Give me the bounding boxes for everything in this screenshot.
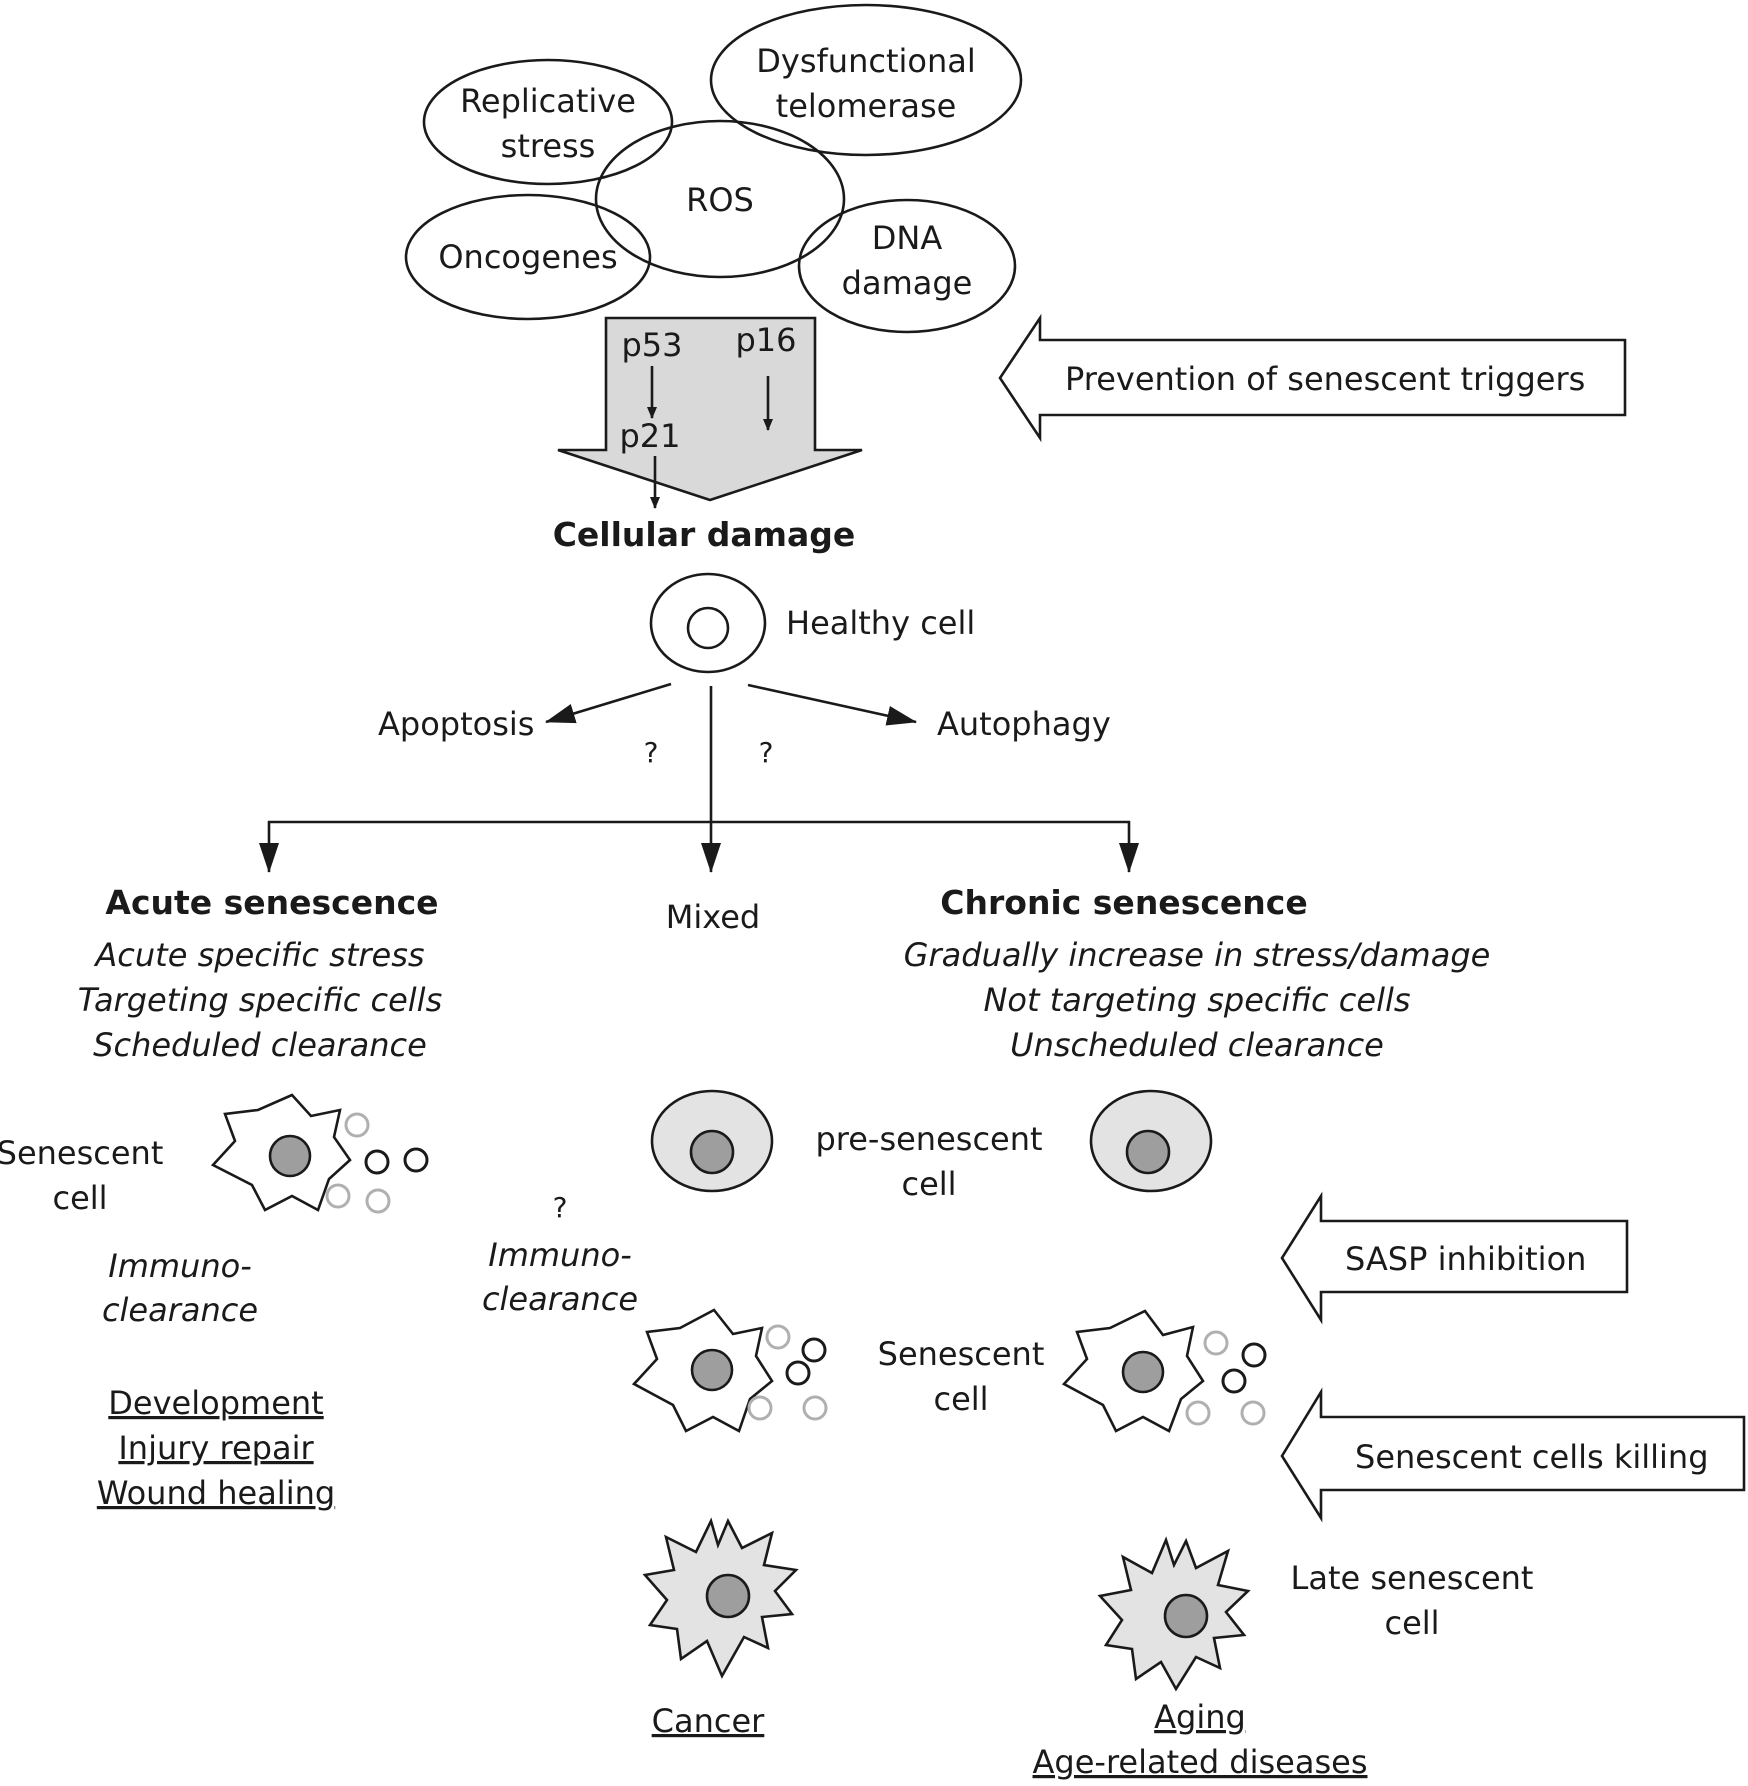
- senescent-killing-label: Senescent cells killing: [1355, 1438, 1709, 1476]
- pre-senescent-line1: pre-senescent: [815, 1120, 1042, 1158]
- mixed-senescent-cell: [631, 1308, 774, 1433]
- healthy-cell-label: Healthy cell: [786, 604, 975, 642]
- chronic-feature-2: Not targeting specific cells: [983, 981, 1410, 1019]
- autophagy-arrow: [747, 683, 917, 726]
- senescent-line2: cell: [933, 1380, 988, 1418]
- acute-role-injury-repair: Injury repair: [118, 1429, 314, 1467]
- oncogenes-label: Oncogenes: [438, 238, 617, 276]
- replicative-stress-line1: Replicative: [460, 82, 636, 120]
- dysfunctional-telomerase-line1: Dysfunctional: [756, 42, 975, 80]
- pathway-arrow: [557, 316, 863, 502]
- p53-label: p53: [621, 326, 682, 364]
- acute-senescent-cell: [210, 1093, 352, 1212]
- chronic-sasp-granules: [1185, 1330, 1267, 1426]
- chronic-outcome-aging: Aging: [1154, 1698, 1246, 1736]
- sasp-inhibition-label: SASP inhibition: [1345, 1240, 1586, 1278]
- senescent-line1: Senescent: [878, 1335, 1045, 1373]
- replicative-stress-line2: stress: [501, 127, 596, 165]
- acute-title: Acute senescence: [105, 883, 438, 922]
- apoptosis-label: Apoptosis: [378, 705, 534, 743]
- trigger-dna-damage: DNA damage: [797, 198, 1017, 334]
- healthy-cell: [649, 572, 767, 674]
- chronic-outcome-age-related-diseases: Age-related diseases: [1033, 1743, 1368, 1781]
- ros-label: ROS: [686, 181, 754, 219]
- mixed-sasp-granules: [747, 1324, 828, 1421]
- mixed-title: Mixed: [666, 898, 760, 936]
- late-senescent-line1: Late senescent: [1291, 1559, 1534, 1597]
- acute-feature-2: Targeting specific cells: [78, 981, 442, 1019]
- apoptosis-arrow: [545, 682, 672, 724]
- mixed-outcome-cancer: Cancer: [652, 1702, 766, 1740]
- acute-feature-1: Acute specific stress: [93, 936, 424, 974]
- acute-feature-3: Scheduled clearance: [93, 1026, 427, 1064]
- mixed-question: ?: [553, 1191, 568, 1224]
- trigger-oncogenes: Oncogenes: [404, 193, 652, 321]
- late-senescent-line2: cell: [1384, 1604, 1439, 1642]
- dysfunctional-telomerase-line2: telomerase: [776, 87, 957, 125]
- chronic-feature-3: Unscheduled clearance: [1010, 1026, 1384, 1064]
- chronic-late-senescent-cell: [1097, 1536, 1251, 1692]
- acute-senescent-cell-line1: Senescent: [0, 1134, 163, 1172]
- mixed-clearance-line2: clearance: [482, 1280, 638, 1318]
- acute-clearance-line1: Immuno-: [108, 1247, 251, 1285]
- p21-label: p21: [619, 417, 680, 455]
- acute-clearance-line2: clearance: [102, 1291, 258, 1329]
- acute-sasp-granules: [325, 1112, 429, 1214]
- autophagy-question: ?: [759, 736, 774, 769]
- senescent-killing-arrow: [1280, 1387, 1746, 1523]
- dna-damage-line1: DNA: [872, 219, 943, 257]
- cellular-damage-label: Cellular damage: [553, 515, 856, 554]
- mixed-pre-senescent-cell: [650, 1089, 774, 1193]
- trigger-replicative-stress: Replicative stress: [422, 58, 674, 186]
- chronic-feature-1: Gradually increase in stress/damage: [904, 936, 1491, 974]
- mixed-clearance-line1: Immuno-: [488, 1236, 631, 1274]
- acute-role-wound-healing: Wound healing: [97, 1474, 335, 1512]
- trigger-dysfunctional-telomerase: Dysfunctional telomerase: [709, 3, 1023, 157]
- sasp-inhibition-arrow: [1280, 1191, 1629, 1325]
- autophagy-label: Autophagy: [937, 705, 1111, 743]
- apoptosis-question: ?: [644, 736, 659, 769]
- prevention-arrow: [998, 313, 1627, 443]
- p16-label: p16: [735, 321, 796, 359]
- chronic-pre-senescent-cell: [1089, 1089, 1213, 1193]
- dna-damage-line2: damage: [842, 264, 973, 302]
- healthy-cell-nucleus: [686, 606, 730, 650]
- trigger-ros: ROS: [594, 119, 846, 279]
- chronic-title: Chronic senescence: [940, 883, 1307, 922]
- chronic-senescent-cell: [1061, 1309, 1205, 1433]
- acute-senescent-cell-line2: cell: [52, 1179, 107, 1217]
- prevention-label: Prevention of senescent triggers: [1065, 360, 1585, 398]
- mixed-late-senescent-cell: [642, 1517, 799, 1679]
- acute-role-development: Development: [108, 1384, 323, 1422]
- pre-senescent-line2: cell: [901, 1165, 956, 1203]
